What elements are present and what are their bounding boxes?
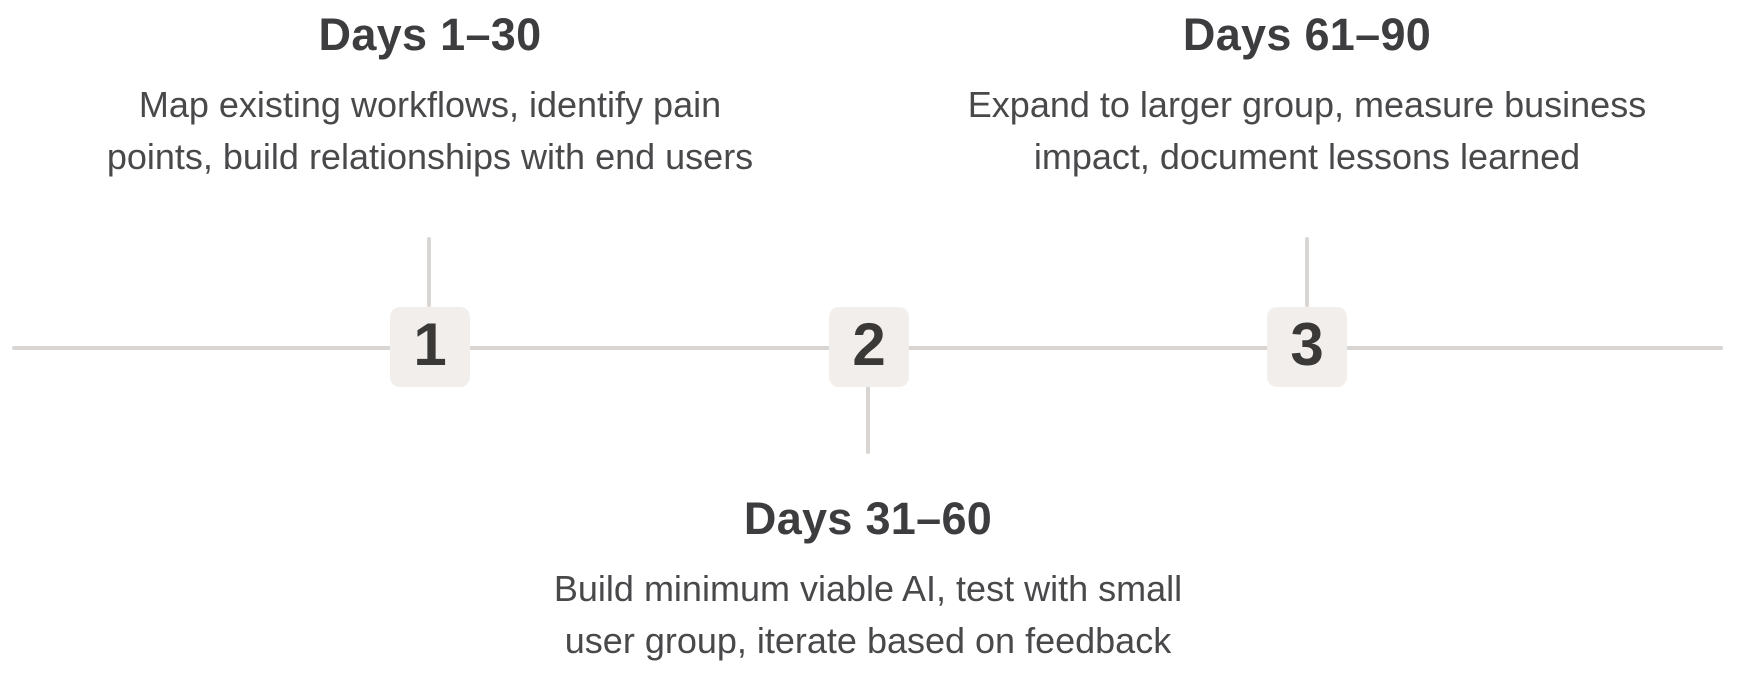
- phase-2-number: 2: [852, 311, 886, 378]
- phase-3-description: Expand to larger group, measure business…: [907, 79, 1707, 183]
- phase-3-title: Days 61–90: [1182, 9, 1432, 60]
- phase-1-label: Days 1–30 Map existing workflows, identi…: [30, 12, 830, 183]
- phase-1-connector: [427, 237, 431, 307]
- phase-2-connector: [866, 386, 870, 454]
- phase-2-title: Days 31–60: [743, 493, 993, 544]
- phase-2-description-line-2: user group, iterate based on feedback: [564, 620, 1172, 661]
- phase-3-description-line-1: Expand to larger group, measure business: [967, 84, 1647, 125]
- phase-3-label: Days 61–90 Expand to larger group, measu…: [907, 12, 1707, 183]
- phase-3-description-line-2: impact, document lessons learned: [1033, 136, 1581, 177]
- phase-1-description-line-2: points, build relationships with end use…: [106, 136, 754, 177]
- phase-1-node: 1: [390, 307, 470, 387]
- phase-2-description-line-1: Build minimum viable AI, test with small: [553, 568, 1183, 609]
- phase-2-node: 2: [829, 307, 909, 387]
- phase-1-description: Map existing workflows, identify pain po…: [30, 79, 830, 183]
- phase-3-connector: [1305, 237, 1309, 307]
- phase-1-description-line-1: Map existing workflows, identify pain: [138, 84, 722, 125]
- phase-2-description: Build minimum viable AI, test with small…: [468, 563, 1268, 667]
- phase-1-number: 1: [413, 311, 447, 378]
- phase-1-title: Days 1–30: [318, 9, 542, 60]
- phase-3-node: 3: [1267, 307, 1347, 387]
- phase-2-label: Days 31–60 Build minimum viable AI, test…: [468, 496, 1268, 667]
- phase-3-number: 3: [1290, 311, 1324, 378]
